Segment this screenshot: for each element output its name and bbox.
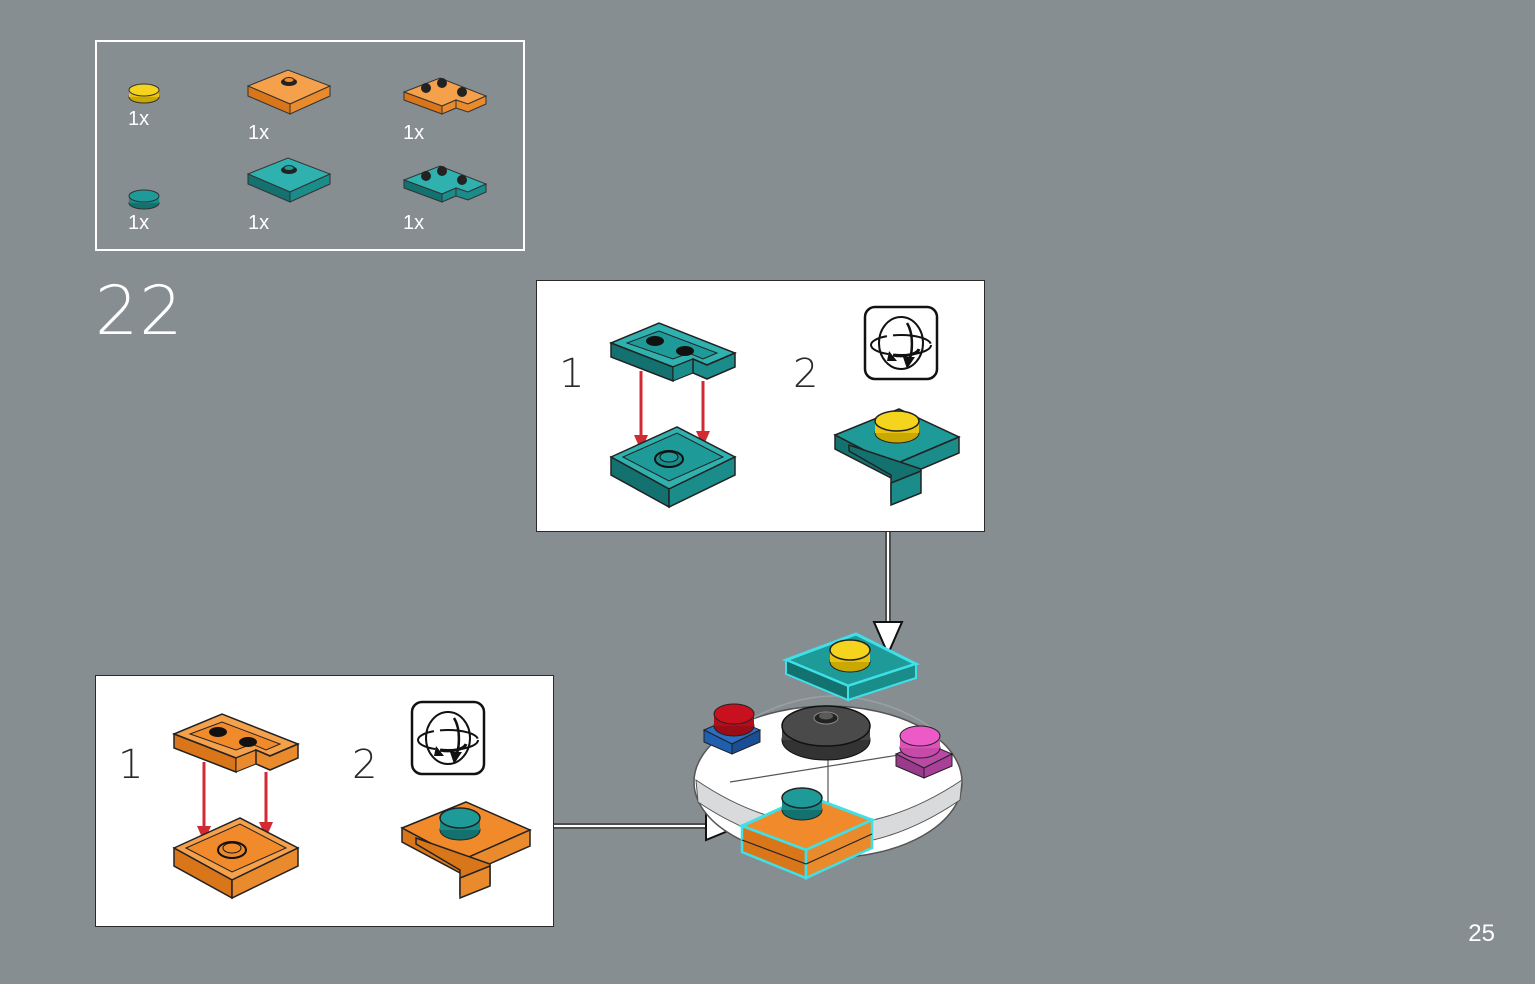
- callout-teal: 1 2: [536, 280, 985, 532]
- plate-2x2-center-stud-orange-icon: [246, 69, 332, 115]
- round-plate-1x1-yellow-icon: [128, 83, 160, 104]
- callout-orange: 1 2: [95, 675, 554, 927]
- parts-list-box: [95, 40, 525, 251]
- substep-number: 1: [118, 742, 144, 788]
- substep-number: 2: [793, 351, 819, 397]
- qty-label: 1x: [128, 108, 150, 130]
- teal-plate-with-yellow-round: [833, 408, 961, 507]
- substep-number: 1: [559, 351, 585, 397]
- callout-pointer-arrow: [872, 532, 904, 657]
- rotate-model-icon: [863, 305, 939, 381]
- page-number: 25: [1468, 920, 1495, 947]
- rotate-model-icon: [410, 700, 486, 776]
- corner-plate-2x2-teal-icon: [402, 165, 488, 203]
- corner-plate-2x2-orange-icon: [402, 77, 488, 115]
- qty-label: 1x: [128, 212, 150, 234]
- qty-label: 1x: [403, 212, 425, 234]
- round-plate-1x1-teal-icon: [128, 189, 160, 210]
- qty-label: 1x: [403, 122, 425, 144]
- teal-corner-plate-assembly: [608, 322, 737, 509]
- orange-corner-plate-assembly: [171, 713, 300, 900]
- qty-label: 1x: [248, 122, 270, 144]
- plate-2x2-center-stud-teal-icon: [246, 157, 332, 203]
- orange-plate-with-teal-round: [400, 801, 532, 900]
- main-model: [693, 632, 963, 880]
- substep-number: 2: [352, 742, 378, 788]
- step-number: 22: [95, 272, 184, 351]
- qty-label: 1x: [248, 212, 270, 234]
